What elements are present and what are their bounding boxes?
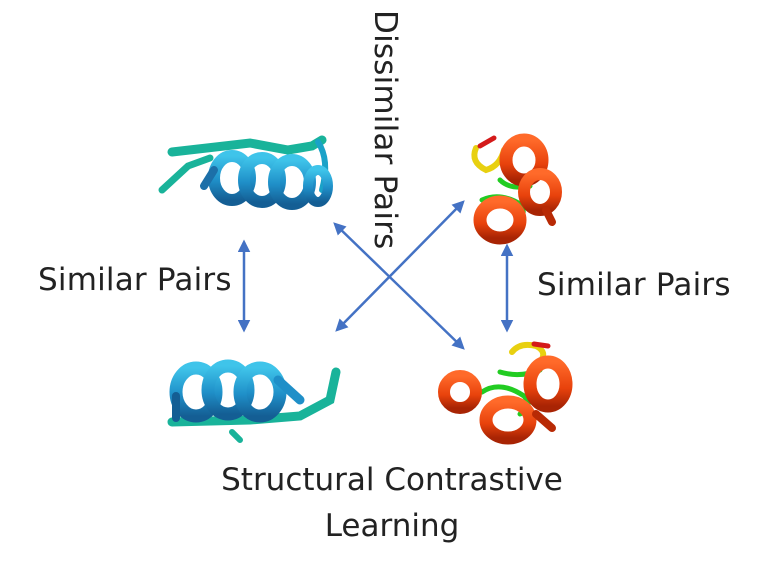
protein-top-right [471, 133, 562, 245]
protein-top-left [158, 135, 333, 210]
caption-line-2: Learning [324, 508, 460, 544]
similar-pairs-label-left: Similar Pairs [38, 262, 232, 298]
similar-pairs-label-right: Similar Pairs [537, 267, 731, 303]
dissimilar-arrow-2 [335, 200, 465, 332]
diagram-caption: Structural Contrastive Learning [192, 457, 592, 549]
caption-line-1: Structural Contrastive [221, 462, 563, 498]
protein-bottom-right [438, 341, 573, 445]
protein-bottom-left [167, 359, 341, 443]
dissimilar-pairs-label: Dissimilar Pairs [367, 10, 403, 250]
